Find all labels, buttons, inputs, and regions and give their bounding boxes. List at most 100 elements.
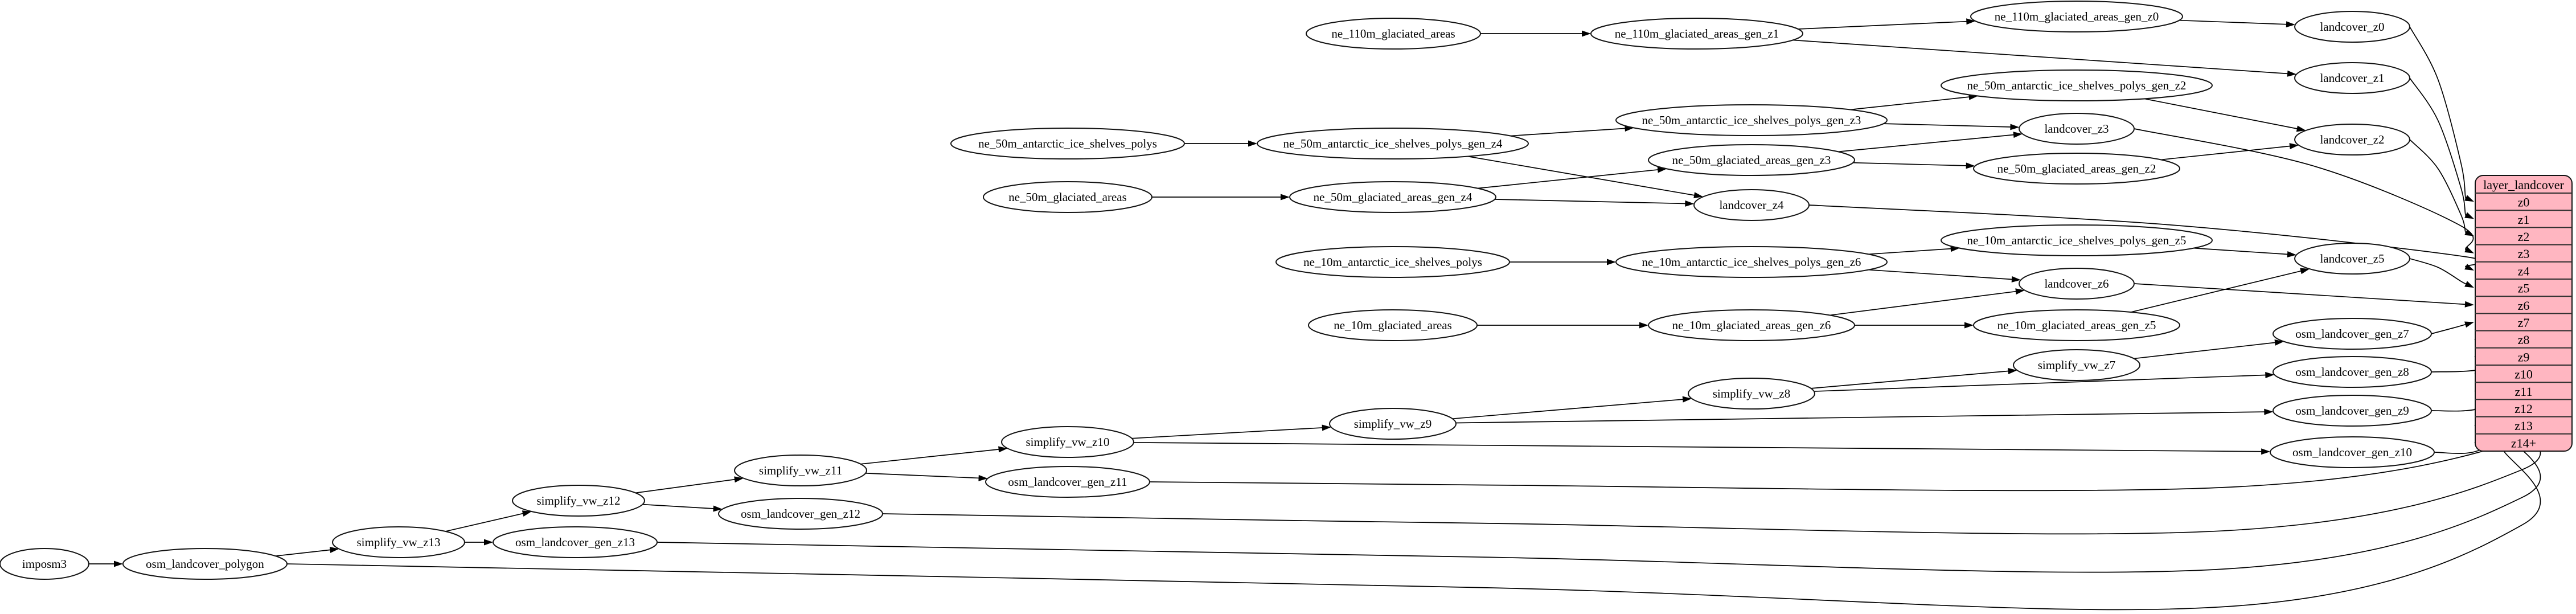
node-label: osm_landcover_gen_z12 — [741, 507, 860, 521]
node-ellipse — [1693, 189, 1810, 221]
arrowhead — [2265, 372, 2275, 378]
node-osm_landcover_polygon: osm_landcover_polygon — [122, 548, 288, 580]
node-label: osm_landcover_polygon — [146, 557, 264, 571]
node-ne_110m_glaciated_areas_gen_z0: ne_110m_glaciated_areas_gen_z0 — [1970, 1, 2183, 32]
arrowhead — [1657, 166, 1667, 173]
node-ellipse — [2294, 124, 2410, 155]
arrowhead — [1966, 18, 1976, 25]
layer-table-row-z10: z10 — [2515, 367, 2533, 382]
node-landcover_z3: landcover_z3 — [2019, 113, 2135, 145]
node-label: ne_110m_glaciated_areas — [1331, 27, 1455, 40]
arrowhead — [1964, 322, 1974, 329]
node-ellipse — [1257, 128, 1529, 159]
layer-table-row-z6: z6 — [2518, 298, 2530, 313]
node-label: ne_50m_antarctic_ice_shelves_polys_gen_z… — [1967, 79, 2187, 92]
node-label: imposm3 — [22, 557, 67, 571]
node-label: simplify_vw_z9 — [1354, 417, 1432, 431]
node-osm_landcover_gen_z13: osm_landcover_gen_z13 — [493, 526, 658, 558]
node-ellipse — [2294, 62, 2410, 94]
node-ellipse — [2270, 436, 2435, 468]
node-label: ne_50m_glaciated_areas_gen_z2 — [1997, 162, 2156, 175]
node-ellipse — [734, 455, 867, 486]
node-label: osm_landcover_gen_z9 — [2295, 404, 2409, 417]
arrowhead — [2289, 143, 2299, 150]
node-ellipse — [1590, 18, 1803, 50]
edge-ne_50m_antarctic_ice_shelves_polys_gen_z3-landcover_z3 — [1883, 123, 2012, 128]
node-label: ne_50m_glaciated_areas — [1008, 190, 1127, 204]
node-label: ne_10m_glaciated_areas — [1334, 318, 1452, 332]
arrowhead — [2264, 408, 2274, 415]
node-ne_50m_antarctic_ice_shelves_polys_gen_z3: ne_50m_antarctic_ice_shelves_polys_gen_z… — [1615, 104, 1888, 136]
node-ne_50m_antarctic_ice_shelves_polys_gen_z2: ne_50m_antarctic_ice_shelves_polys_gen_z… — [1941, 69, 2213, 101]
arrowhead — [2464, 321, 2474, 328]
layer-table-row-z5: z5 — [2518, 281, 2530, 296]
arrowhead — [2464, 195, 2474, 202]
edge-simplify_vw_z11-simplify_vw_z10 — [860, 448, 1000, 465]
node-label: simplify_vw_z12 — [537, 494, 621, 507]
layer-table-row-z13: z13 — [2515, 419, 2533, 433]
node-ellipse — [985, 466, 1150, 498]
edge-ne_50m_antarctic_ice_shelves_polys_gen_z4-landcover_z4 — [1467, 155, 1696, 197]
arrowhead — [2011, 276, 2021, 283]
edge-simplify_vw_z10-simplify_vw_z9 — [1131, 427, 1324, 439]
layer-table-row-z2: z2 — [2518, 230, 2530, 244]
node-label: landcover_z6 — [2044, 277, 2109, 290]
node-label: osm_landcover_gen_z8 — [2295, 365, 2409, 379]
node-ellipse — [1329, 408, 1457, 440]
node-label: simplify_vw_z11 — [759, 464, 842, 477]
edge-simplify_vw_z13-simplify_vw_z12 — [445, 513, 525, 532]
layer-landcover-table: layer_landcoverz0z1z2z3z4z5z6z7z8z9z10z1… — [2475, 175, 2573, 452]
arrowhead — [1607, 259, 1616, 265]
node-label: simplify_vw_z10 — [1026, 435, 1110, 449]
node-ne_10m_glaciated_areas_gen_z6: ne_10m_glaciated_areas_gen_z6 — [1648, 309, 1855, 341]
node-label: ne_10m_antarctic_ice_shelves_polys_gen_z… — [1967, 234, 2187, 247]
layer-table-row-z8: z8 — [2518, 333, 2530, 347]
node-ellipse — [1973, 153, 2180, 185]
arrowhead — [978, 474, 988, 481]
node-ne_50m_glaciated_areas_gen_z2: ne_50m_glaciated_areas_gen_z2 — [1973, 153, 2180, 185]
layer-table-row-z7: z7 — [2518, 316, 2530, 330]
node-ne_10m_glaciated_areas_gen_z5: ne_10m_glaciated_areas_gen_z5 — [1973, 309, 2180, 341]
node-ellipse — [2273, 395, 2432, 427]
node-label: osm_landcover_gen_z7 — [2295, 327, 2409, 341]
node-ellipse — [0, 548, 89, 580]
node-label: landcover_z1 — [2320, 71, 2384, 85]
edge-ne_110m_glaciated_areas_gen_z1-landcover_z1 — [1792, 39, 2290, 75]
arrowhead — [2261, 448, 2271, 455]
node-simplify_vw_z12: simplify_vw_z12 — [512, 485, 645, 517]
node-ne_50m_glaciated_areas_gen_z3: ne_50m_glaciated_areas_gen_z3 — [1648, 144, 1855, 176]
node-label: ne_50m_glaciated_areas_gen_z4 — [1314, 190, 1472, 204]
edge-ne_50m_glaciated_areas_gen_z3-landcover_z3 — [1837, 134, 2016, 153]
node-simplify_vw_z7: simplify_vw_z7 — [2013, 349, 2140, 381]
node-label: ne_110m_glaciated_areas_gen_z1 — [1615, 27, 1779, 40]
node-label: ne_10m_antarctic_ice_shelves_polys — [1303, 255, 1482, 269]
edge-ne_50m_antarctic_ice_shelves_polys_gen_z4-ne_50m_antarctic_ice_shelves_polys_gen_z3 — [1510, 128, 1627, 137]
layer-table-row-z11: z11 — [2515, 384, 2533, 399]
arrowhead — [2464, 212, 2474, 219]
node-ellipse — [2273, 318, 2432, 350]
node-ellipse — [2019, 268, 2135, 300]
node-simplify_vw_z10: simplify_vw_z10 — [1001, 426, 1134, 458]
node-label: ne_10m_glaciated_areas_gen_z5 — [1997, 318, 2156, 332]
layer-table-row-z1: z1 — [2518, 212, 2530, 227]
arrowhead — [2008, 368, 2017, 375]
node-simplify_vw_z11: simplify_vw_z11 — [734, 455, 867, 486]
node-ellipse — [122, 548, 288, 580]
node-osm_landcover_gen_z11: osm_landcover_gen_z11 — [985, 466, 1150, 498]
node-osm_landcover_gen_z8: osm_landcover_gen_z8 — [2273, 356, 2432, 388]
node-ellipse — [1648, 309, 1855, 341]
edge-ne_10m_antarctic_ice_shelves_polys_gen_z6-landcover_z6 — [1868, 269, 2014, 280]
node-label: ne_10m_antarctic_ice_shelves_polys_gen_z… — [1642, 255, 1861, 269]
node-label: osm_landcover_gen_z11 — [1008, 475, 1127, 489]
node-ellipse — [2013, 349, 2140, 381]
node-ne_10m_antarctic_ice_shelves_polys_gen_z5: ne_10m_antarctic_ice_shelves_polys_gen_z… — [1941, 224, 2213, 256]
node-simplify_vw_z8: simplify_vw_z8 — [1688, 378, 1815, 410]
node-label: osm_landcover_gen_z13 — [515, 535, 635, 549]
layer-table-row-z3: z3 — [2518, 247, 2530, 261]
node-osm_landcover_gen_z10: osm_landcover_gen_z10 — [2270, 436, 2435, 468]
node-label: ne_50m_antarctic_ice_shelves_polys — [978, 137, 1157, 150]
arrowhead — [114, 560, 123, 567]
node-ellipse — [983, 181, 1152, 213]
arrowhead — [1281, 194, 1290, 200]
